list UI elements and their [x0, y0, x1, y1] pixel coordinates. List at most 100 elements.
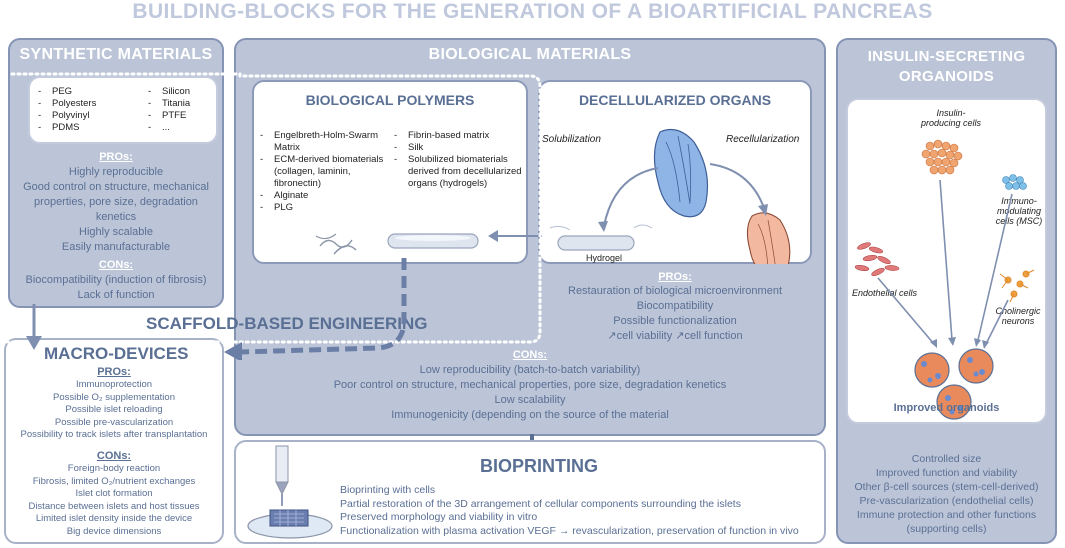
insulin-cells-label-line: producing cells [920, 118, 982, 128]
synthetic-material-item: Silicon [148, 86, 190, 98]
synthetic-cons-heading: CONs: [98, 259, 134, 271]
synthetic-materials-panel: SYNTHETIC MATERIALS PEGPolyestersPolyvin… [8, 38, 224, 308]
synthetic-materials-title: SYNTHETIC MATERIALS [19, 46, 213, 63]
organoids-panel: INSULIN-SECRETING ORGANOIDS Insulin-prod… [836, 38, 1057, 544]
synthetic-materials-col1: PEGPolyestersPolyvinylPDMS [38, 86, 96, 134]
synthetic-con-item: Lack of function [77, 289, 155, 301]
macro-pro-item: Immunoprotection [75, 379, 153, 390]
organoid-feature-item: (supporting cells) [906, 523, 987, 535]
immuno-cells-label-line: Immuno- [1001, 196, 1037, 206]
macro-pros-heading: PROs: [97, 366, 131, 378]
bioprinting-item: Bioprinting with cells [340, 484, 436, 496]
biological-polymer-item: ECM-derived biomaterials (collagen, lami… [260, 154, 390, 190]
polymer-to-macro-dashed-arrow [224, 258, 407, 360]
macro-devices-title: MACRO-DEVICES [44, 344, 189, 363]
biological-con-item: Low scalability [494, 394, 566, 406]
macro-pro-item: Possible pre-vascularization [54, 416, 174, 428]
synthetic-materials-col2: SiliconTitaniaPTFE... [148, 86, 190, 134]
bioprinting-item: Preserved morphology and viability in vi… [340, 511, 538, 523]
synthetic-material-item: Titania [148, 98, 190, 110]
biological-pro-item: ↗cell viability ↗cell function [607, 330, 743, 342]
biological-materials-title: BIOLOGICAL MATERIALS [428, 46, 632, 63]
scaffold-engineering-label: SCAFFOLD-BASED ENGINEERING [146, 314, 428, 333]
biological-polymer-item: PLG [260, 202, 390, 214]
synthetic-pro-item: properties, pore size, degradation [34, 196, 198, 208]
solubilization-label: Solubilization [542, 134, 601, 145]
immuno-cells-label-line: cells (MSC) [995, 216, 1043, 226]
biological-pro-item: Restauration of biological microenvironm… [568, 285, 782, 297]
biological-pro-item: Possible functionalization [613, 315, 737, 327]
organoids-title-line2: ORGANOIDS [898, 68, 995, 85]
organoid-feature-item: Controlled size [911, 453, 982, 465]
synthetic-material-item: PDMS [38, 122, 96, 134]
immuno-cells-label-line: modulating [996, 206, 1042, 216]
decellularized-organs-title: DECELLULARIZED ORGANS [578, 92, 772, 108]
macro-con-item: Distance between islets and host tissues [28, 500, 200, 512]
organoids-illustration-box: Insulin-producing cells Immuno-modulatin… [846, 98, 1047, 424]
cholinergic-label-line: neurons [1001, 316, 1035, 326]
biological-polymer-item: Fibrin-based matrix [394, 130, 526, 142]
synthetic-material-item: ... [148, 122, 190, 134]
insulin-cells-label-line: Insulin- [936, 108, 966, 118]
biological-con-item: Low reproducibility (batch-to-batch vari… [419, 364, 641, 376]
biological-con-item: Immunogenicity (depending on the source … [391, 409, 669, 421]
biological-cons-heading: CONs: [512, 349, 548, 361]
synthetic-con-item: Biocompatibility (induction of fibrosis) [25, 274, 207, 286]
macro-cons-heading: CONs: [96, 450, 132, 462]
polymer-strands-illustration [315, 233, 479, 255]
macro-con-item: Islet clot formation [75, 488, 153, 499]
synthetic-cons-list: Biocompatibility (induction of fibrosis)… [10, 273, 222, 303]
hydrogel-to-polymer-arrow [488, 230, 542, 242]
bioprinter-illustration [247, 445, 333, 539]
biological-polymer-item: Solubilized biomaterials derived from de… [394, 154, 526, 190]
endothelial-cells-label: Endothelial cells [852, 288, 918, 298]
biological-pros-list: Restauration of biological microenvironm… [498, 284, 852, 344]
biological-polymers-title: BIOLOGICAL POLYMERS [305, 92, 475, 108]
organoid-feature-item: Improved function and viability [875, 467, 1018, 479]
improved-organoids-label: Improved organoids [893, 402, 1000, 414]
macro-con-item: Foreign-body reaction [67, 463, 161, 474]
biological-polymer-item: Silk [394, 142, 526, 154]
decellularization-illustration [549, 129, 791, 264]
bioprinting-item: Functionalization with plasma activation… [340, 524, 799, 537]
macro-con-item: Limited islet density inside the device [35, 513, 193, 524]
biological-polymers-col2: Fibrin-based matrixSilkSolubilized bioma… [394, 130, 526, 190]
recellularization-label: Recellularization [726, 134, 800, 145]
synthetic-material-item: Polyesters [38, 98, 96, 110]
biological-con-item: Poor control on structure, mechanical pr… [333, 379, 727, 391]
synthetic-pros-heading: PROs: [99, 151, 133, 163]
biological-polymers-col1: Engelbreth-Holm-Swarm MatrixECM-derived … [260, 130, 390, 214]
synthetic-to-macro-arrow [26, 304, 42, 350]
biological-pros-heading: PROs: [658, 271, 692, 283]
insulin-producing-cells-label: Insulin-producing cells [906, 108, 996, 128]
biological-polymer-item: Engelbreth-Holm-Swarm Matrix [260, 130, 390, 154]
organoid-feature-item: Pre-vascularization (endothelial cells) [859, 495, 1034, 507]
cholinergic-label-line: Cholinergic [995, 306, 1041, 316]
macro-con-item: Big device dimensions [66, 525, 162, 537]
biological-polymers-box: BIOLOGICAL POLYMERS Engelbreth-Holm-Swar… [252, 80, 528, 264]
organoids-title-line1: INSULIN-SECRETING [867, 48, 1026, 65]
bioprinting-item: Partial restoration of the 3D arrangemen… [340, 497, 741, 510]
synthetic-pro-item: Highly scalable [79, 226, 153, 238]
synthetic-materials-list-box: PEGPolyestersPolyvinylPDMS SiliconTitani… [28, 76, 218, 144]
synthetic-pro-item: Good control on structure, mechanical [23, 181, 209, 193]
biological-cons-list: Low reproducibility (batch-to-batch vari… [236, 363, 824, 423]
synthetic-material-item: Polyvinyl [38, 110, 96, 122]
macro-pro-item: Possible O₂ supplementation [53, 391, 175, 403]
macro-con-item: Fibrosis, limited O₂/nutrient exchanges [32, 475, 196, 487]
synthetic-pro-item: Easily manufacturable [61, 241, 171, 253]
synthetic-material-item: PTFE [148, 110, 190, 122]
organoid-formation-illustration [854, 139, 1035, 420]
hydrogel-label: Hydrogel [586, 253, 623, 263]
biological-pro-item: Biocompatibility [636, 300, 714, 312]
macro-pro-item: Possibility to track islets after transp… [20, 429, 208, 440]
